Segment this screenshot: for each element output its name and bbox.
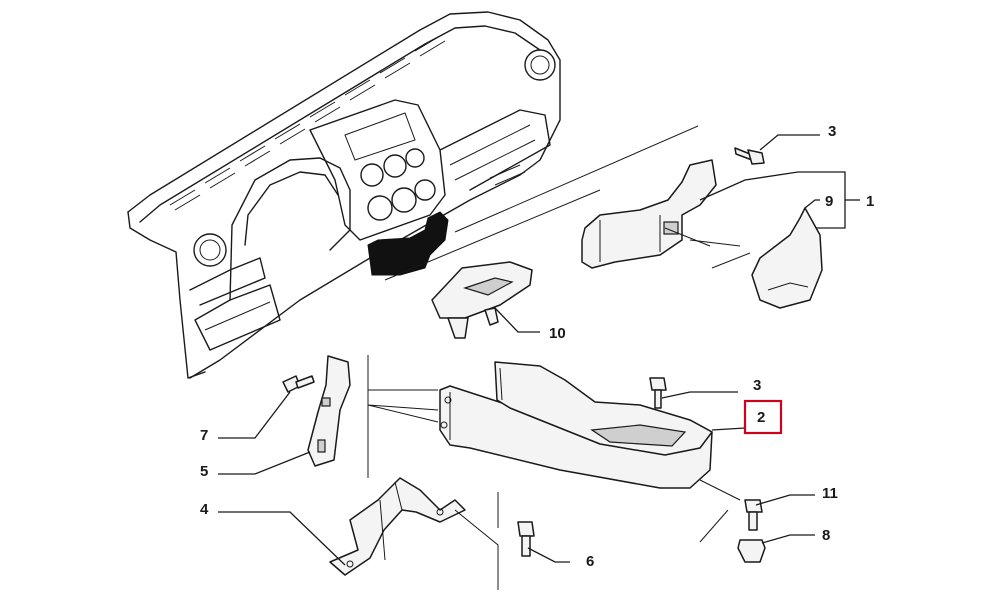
- screw-part-7: [218, 375, 315, 439]
- clip-part-10: [431, 261, 540, 339]
- nut-part-8: [737, 534, 815, 563]
- dashboard-illustration: [127, 11, 699, 379]
- label-part-5: 5: [200, 463, 208, 480]
- label-part-10: 10: [549, 325, 566, 342]
- label-part-2: 2: [757, 409, 765, 426]
- screw-part-3-top: [734, 134, 820, 165]
- screw-part-6: [517, 521, 570, 563]
- label-part-8: 8: [822, 527, 830, 544]
- label-part-4: 4: [200, 501, 209, 518]
- label-part-7: 7: [200, 427, 208, 444]
- highlight-box-part-2: [743, 399, 783, 435]
- bracket-part-4: [218, 477, 499, 590]
- bracket-part-1: [581, 159, 860, 269]
- bracket-part-5: [218, 355, 351, 475]
- label-part-11: 11: [822, 485, 838, 502]
- label-part-3-mid: 3: [753, 377, 761, 394]
- cover-part-9: [751, 199, 823, 309]
- label-part-6: 6: [586, 553, 594, 570]
- screw-part-3-mid: [649, 377, 738, 409]
- screw-part-11: [744, 494, 815, 531]
- label-part-9: 9: [825, 193, 833, 210]
- console-part-2: [367, 355, 746, 543]
- label-part-3-top: 3: [828, 123, 836, 140]
- label-part-1: 1: [866, 193, 874, 210]
